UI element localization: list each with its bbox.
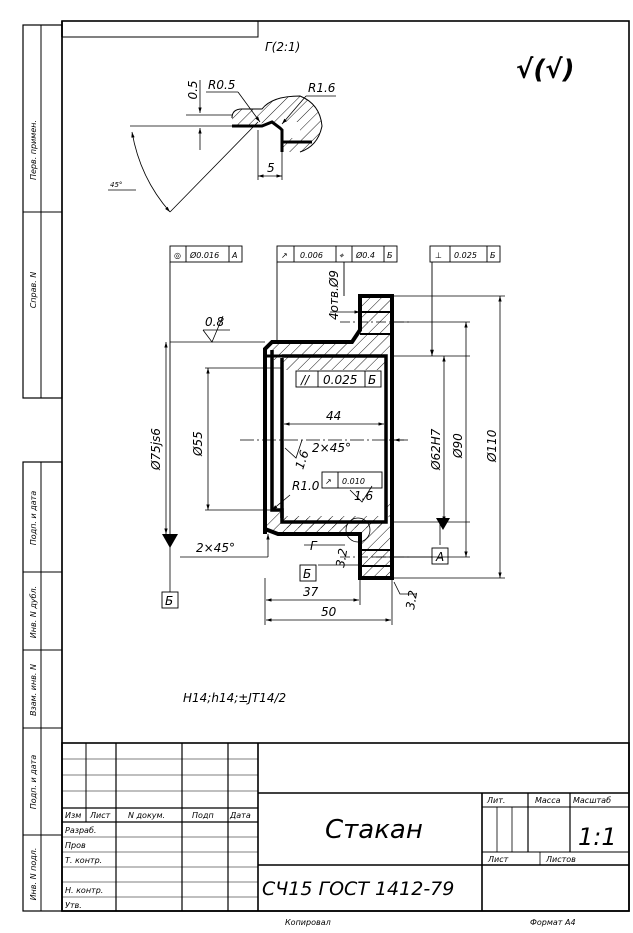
dim-chamfer-outer: 2×45° <box>196 541 235 555</box>
tb-part-name: Стакан <box>325 815 423 845</box>
datum-markers <box>161 518 450 609</box>
tol-position-symbol: ⌖ <box>339 251 345 260</box>
dim-chamfer-inner: 2×45° <box>312 441 351 455</box>
dim-view-letter: Г <box>310 539 318 553</box>
tb-mass-label: Масса <box>535 796 561 805</box>
tb-header-doc: N докум. <box>128 811 165 820</box>
side-label-dubl: Инв. N дубл. <box>29 586 38 638</box>
detail-angle: 45° <box>110 181 122 189</box>
tolerance-note: H14;h14;±JT14/2 <box>183 691 286 705</box>
side-label-podp1: Подп. и дата <box>29 491 38 546</box>
side-label-podl: Инв. N подл. <box>29 848 38 901</box>
tb-role-2: Т. контр. <box>65 856 102 865</box>
tb-role-5: Утв. <box>65 901 82 910</box>
tol-concentricity-symbol: ◎ <box>174 251 181 260</box>
tol-position-datum: Б <box>387 251 393 260</box>
side-label-sprav: Справ. N <box>29 272 38 309</box>
dim-diam-outer: Ø75js6 <box>149 428 163 471</box>
tol-perpendicularity-value: 0.025 <box>454 251 477 260</box>
tol-runout-inner-value: 0.010 <box>342 477 365 486</box>
detail-chamfer-depth: 0.5 <box>186 80 200 99</box>
datum-b-label: Б <box>165 594 173 608</box>
dimension-texts: 4отв.Ø9 0.8 Ø75js6 Ø55 44 2×45° 1.6 1.6 … <box>149 270 499 619</box>
title-block-texts: Изм Лист N докум. Подп Дата Разраб. Пров… <box>65 796 617 927</box>
dim-length-50: 50 <box>321 605 337 619</box>
tb-copied: Копировал <box>285 918 331 927</box>
dim-holes: 4отв.Ø9 <box>327 270 341 320</box>
tb-role-1: Пров <box>65 841 86 850</box>
dim-bore-length: 44 <box>326 409 341 423</box>
datum-a-label: A <box>435 550 444 564</box>
detail-view-title: Г(2:1) <box>265 40 300 54</box>
tb-header-izm: Изм <box>65 811 81 820</box>
roughness-general-symbol: √(√) <box>516 55 574 85</box>
tb-scale-value: 1:1 <box>578 823 617 851</box>
dim-roughness-mid: 1.6 <box>354 489 373 503</box>
dim-roughness-edge: 3.2 <box>403 589 420 610</box>
detail-radius-small: R0.5 <box>208 78 235 92</box>
tb-format: Формат А4 <box>530 918 576 927</box>
tolerance-texts: ◎ Ø0.016 A ↗ 0.006 ⌖ Ø0.4 Б ⊥ 0.025 Б //… <box>174 250 496 486</box>
sheet-frame <box>22 20 630 912</box>
tb-header-date: Дата <box>229 811 251 820</box>
tol-parallelism-datum: Б <box>368 373 376 387</box>
tol-parallelism-value: 0.025 <box>323 373 357 387</box>
side-labels: Перв. примен. Справ. N Подп. и дата Инв.… <box>29 120 38 900</box>
tb-scale-label: Масштаб <box>573 796 611 805</box>
tol-runout-left-symbol: ↗ <box>281 251 288 260</box>
tb-material: СЧ15 ГОСТ 1412-79 <box>262 878 454 900</box>
dim-diam-110: Ø110 <box>485 429 499 463</box>
tol-position-value: Ø0.4 <box>355 250 375 260</box>
tol-concentricity-value: Ø0.016 <box>189 250 219 260</box>
dimension-lines <box>164 295 505 625</box>
title-block <box>61 742 630 912</box>
tb-lit-label: Лит. <box>486 796 505 805</box>
roughness-general: √(√) <box>516 55 574 85</box>
tb-sheets-label: Листов <box>545 855 576 864</box>
tol-concentricity-datum: A <box>231 251 237 260</box>
tol-perpendicularity-datum: Б <box>490 251 496 260</box>
dim-roughness-left: 1.6 <box>293 448 312 471</box>
side-label-perv: Перв. примен. <box>29 120 38 180</box>
tb-role-0: Разраб. <box>65 826 96 835</box>
dim-roughness-flange: 3.2 <box>333 547 350 568</box>
tb-role-4: Н. контр. <box>65 886 103 895</box>
detail-chamfer-length: 5 <box>267 161 275 175</box>
dim-roughness-top: 0.8 <box>205 315 224 329</box>
side-label-vzam: Взам. инв. N <box>29 664 38 716</box>
tol-parallelism-symbol: // <box>300 373 311 387</box>
main-section <box>240 294 410 580</box>
detail-view: Г(2:1) 0.5 R0.5 R1.6 5 45° <box>108 40 336 213</box>
tol-runout-left-value: 0.006 <box>300 251 323 260</box>
tol-runout-inner-symbol: ↗ <box>325 477 332 486</box>
dim-diam-inner: Ø55 <box>191 431 205 457</box>
dim-diam-90: Ø90 <box>451 433 465 459</box>
tb-header-list: Лист <box>89 811 111 820</box>
dim-length-37: 37 <box>303 585 319 599</box>
dim-diam-bore: Ø62H7 <box>429 428 443 471</box>
detail-radius-large: R1.6 <box>308 81 336 95</box>
tb-header-sign: Подп <box>192 811 214 820</box>
tol-perpendicularity-symbol: ⊥ <box>435 251 442 260</box>
view-b-label: Б <box>303 567 311 581</box>
dim-radius-inner: R1.0 <box>292 479 320 493</box>
tolerance-frames <box>169 245 501 540</box>
side-label-podp2: Подп. и дата <box>29 755 38 810</box>
tb-sheet-label: Лист <box>487 855 509 864</box>
